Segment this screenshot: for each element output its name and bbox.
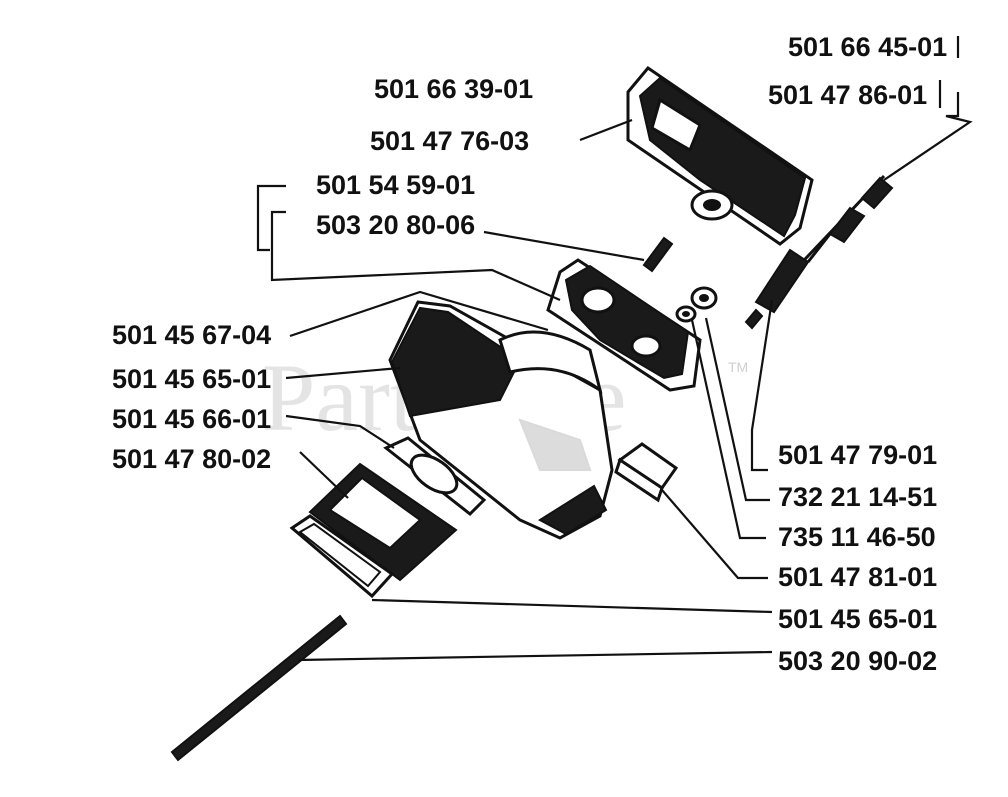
label-501545901: 501 54 59-01 [316,170,475,200]
choke-cable-part [744,174,894,330]
label-503209002: 503 20 90-02 [778,646,937,676]
leader-lines [256,36,973,662]
label-501664501: 501 66 45-01 [788,32,947,62]
filter-housing-part [388,300,614,540]
bracket-plate-part [546,258,702,392]
label-503208006: 503 20 80-06 [316,210,475,240]
label-501456601: 501 45 66-01 [112,404,271,434]
label-732211451: 732 21 14-51 [778,482,937,512]
label-501477901: 501 47 79-01 [778,440,937,470]
label-735114650: 735 11 46-50 [778,522,936,552]
label-501478002: 501 47 80-02 [112,444,271,474]
choke-box-part [614,442,679,503]
label-501477603: 501 47 76-03 [370,126,529,156]
watermark-trademark: TM [728,359,748,375]
label-501456704: 501 45 67-04 [112,320,271,350]
label-501663901: 501 66 39-01 [374,74,533,104]
label-501478601: 501 47 86-01 [768,80,927,110]
label-501478101: 501 47 81-01 [778,562,937,592]
nut-washer-part [675,286,718,323]
lower-gasket-part [289,514,395,599]
part-labels: 501 66 45-01 501 47 86-01 501 66 39-01 5… [112,32,947,676]
stud-part [642,236,674,273]
label-501456501-lower: 501 45 65-01 [778,604,937,634]
filter-cover-part [626,65,814,246]
label-501456501-upper: 501 45 65-01 [112,364,271,394]
gasket-part [383,436,487,517]
long-stud-part [170,614,348,762]
